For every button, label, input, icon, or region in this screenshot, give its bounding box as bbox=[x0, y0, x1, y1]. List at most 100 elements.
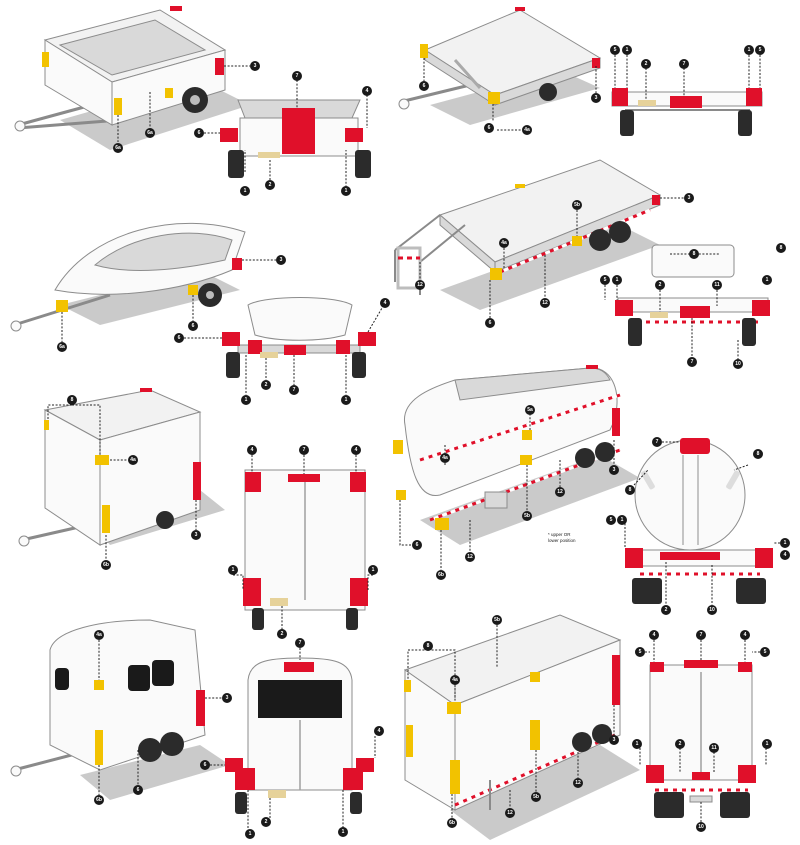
svg-text:1: 1 bbox=[621, 517, 624, 523]
van-trailer-rear bbox=[646, 660, 756, 818]
badge: 4 bbox=[374, 726, 384, 736]
callouts-tanker-rear: 7 8 8 5 1 1 4 2 10 bbox=[606, 437, 790, 615]
callouts-flatbed-rear: 5 1 2 7 1 5 bbox=[610, 45, 765, 100]
badge: 1 bbox=[612, 275, 622, 285]
svg-text:2: 2 bbox=[645, 61, 648, 67]
svg-text:7: 7 bbox=[691, 359, 694, 365]
callouts-box-rear: 4 7 4 1 1 2 bbox=[228, 445, 378, 639]
svg-text:3: 3 bbox=[613, 467, 616, 473]
svg-text:5b: 5b bbox=[574, 202, 580, 208]
badge: 6 bbox=[485, 318, 495, 328]
box-trailer-side bbox=[18, 388, 225, 547]
svg-text:6a: 6a bbox=[59, 344, 65, 350]
svg-text:3: 3 bbox=[254, 63, 257, 69]
svg-text:1: 1 bbox=[244, 188, 247, 194]
callouts-horse-side: 4a 3 6 6b bbox=[94, 630, 232, 805]
svg-text:6: 6 bbox=[198, 130, 201, 136]
svg-text:12: 12 bbox=[557, 489, 563, 495]
callouts-lowboy-side: 5b 3 4a 12 6 12 bbox=[415, 193, 694, 328]
badge: 6 bbox=[200, 760, 210, 770]
badge: 5 bbox=[600, 275, 610, 285]
badge: 6 bbox=[174, 333, 184, 343]
badge: 5b bbox=[492, 615, 502, 625]
badge: 1 bbox=[632, 739, 642, 749]
badge: 3 bbox=[191, 530, 201, 540]
svg-text:4a: 4a bbox=[442, 455, 448, 461]
badge: 5b bbox=[531, 792, 541, 802]
svg-text:2: 2 bbox=[281, 631, 284, 637]
badge: 10 bbox=[733, 359, 743, 369]
badge: 3 bbox=[609, 465, 619, 475]
svg-text:3: 3 bbox=[280, 257, 283, 263]
svg-text:1: 1 bbox=[245, 397, 248, 403]
badge: 12 bbox=[555, 487, 565, 497]
svg-text:7: 7 bbox=[700, 632, 703, 638]
svg-text:2: 2 bbox=[665, 607, 668, 613]
svg-text:1: 1 bbox=[342, 829, 345, 835]
badge: 4 bbox=[649, 630, 659, 640]
badge: 7 bbox=[696, 630, 706, 640]
callouts-boat-rear: 6 1 2 7 1 4 bbox=[174, 298, 390, 405]
svg-text:4a: 4a bbox=[501, 240, 507, 246]
svg-text:2: 2 bbox=[269, 182, 272, 188]
svg-text:4a: 4a bbox=[96, 632, 102, 638]
svg-text:3: 3 bbox=[195, 532, 198, 538]
badge: 1 bbox=[368, 565, 378, 575]
svg-text:10: 10 bbox=[709, 607, 715, 613]
svg-text:12: 12 bbox=[507, 810, 513, 816]
callouts-utility-side: 3 6a 6a bbox=[113, 61, 260, 153]
badge: 8 bbox=[689, 249, 699, 259]
badge: 2 bbox=[261, 817, 271, 827]
svg-text:4: 4 bbox=[355, 447, 358, 453]
svg-text:5b: 5b bbox=[533, 794, 539, 800]
badge: 5b bbox=[572, 200, 582, 210]
svg-text:5: 5 bbox=[610, 517, 613, 523]
badge: 5 bbox=[755, 45, 765, 55]
badge: 1 bbox=[341, 395, 351, 405]
svg-text:8: 8 bbox=[629, 487, 632, 493]
flatbed-trailer-rear bbox=[611, 88, 763, 136]
svg-text:3: 3 bbox=[595, 95, 598, 101]
badge: 6a bbox=[113, 143, 123, 153]
svg-text:2: 2 bbox=[265, 382, 268, 388]
badge: 4a bbox=[499, 238, 509, 248]
badge: 8 bbox=[67, 395, 77, 405]
svg-text:4: 4 bbox=[378, 728, 381, 734]
badge: 2 bbox=[265, 180, 275, 190]
svg-text:8: 8 bbox=[427, 643, 430, 649]
badge: 2 bbox=[277, 629, 287, 639]
lowboy-trailer-rear bbox=[615, 244, 770, 346]
svg-text:6: 6 bbox=[204, 762, 207, 768]
badge: 1 bbox=[762, 739, 772, 749]
badge: 6 bbox=[484, 123, 494, 133]
lowboy-trailer-side bbox=[394, 159, 662, 310]
position-note: * upper OR lower position bbox=[548, 532, 576, 543]
svg-text:4a: 4a bbox=[130, 457, 136, 463]
svg-text:1: 1 bbox=[766, 277, 769, 283]
svg-text:6b: 6b bbox=[438, 572, 444, 578]
badge: 7 bbox=[652, 437, 662, 447]
note-line-1: * upper OR bbox=[548, 532, 571, 537]
flatbed-trailer-side bbox=[398, 7, 602, 125]
badge: 8 bbox=[776, 243, 786, 253]
svg-text:1: 1 bbox=[345, 397, 348, 403]
svg-text:1: 1 bbox=[616, 277, 619, 283]
badge: 4a bbox=[128, 455, 138, 465]
callouts-lowboy-rear: 8 8 5 1 1 2 11 7 10 bbox=[600, 243, 786, 369]
svg-text:5: 5 bbox=[604, 277, 607, 283]
badge: 4 bbox=[780, 550, 790, 560]
badge: 12 bbox=[573, 778, 583, 788]
badge: 7 bbox=[687, 357, 697, 367]
svg-text:6b: 6b bbox=[96, 797, 102, 803]
badge: 1 bbox=[341, 186, 351, 196]
badge: 5a bbox=[525, 405, 535, 415]
svg-text:5b: 5b bbox=[494, 617, 500, 623]
svg-text:6: 6 bbox=[423, 83, 426, 89]
svg-text:5: 5 bbox=[639, 649, 642, 655]
badge: 6b bbox=[447, 818, 457, 828]
utility-trailer-rear bbox=[220, 99, 371, 178]
svg-text:1: 1 bbox=[626, 47, 629, 53]
badge: 11 bbox=[712, 280, 722, 290]
badge: 8 bbox=[423, 641, 433, 651]
